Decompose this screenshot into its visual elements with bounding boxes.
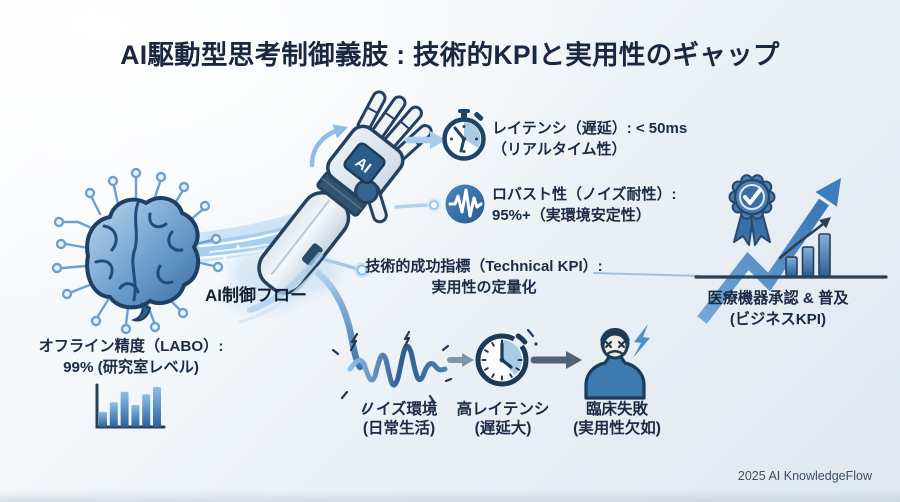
offline-accuracy-label: オフライン精度（LABO）: 99% (研究室レベル) (39, 336, 224, 378)
offline-accuracy-line2: 99% (研究室レベル) (63, 359, 199, 376)
business-growth-bars (785, 233, 831, 277)
robustness-line1: ロバスト性（ノイズ耐性）: (492, 186, 677, 203)
high-latency-label: 高レイテンシ (遅延大) (457, 401, 550, 438)
attribution: 2025 AI KnowledgeFlow (737, 469, 872, 483)
offline-accuracy-chart (95, 383, 166, 429)
high-latency-line2: (遅延大) (474, 419, 532, 437)
prosthetic-arm-icon: AI (257, 90, 433, 295)
certified-medal-icon (728, 174, 776, 246)
failure-arrow-2 (530, 351, 582, 369)
technical-kpi-node (354, 262, 701, 278)
offline-accuracy-line1: オフライン精度（LABO）: (38, 338, 224, 355)
noise-wave-icon (331, 330, 453, 413)
waveform-icon (445, 184, 485, 224)
business-growth-chart (694, 217, 888, 279)
noise-line2: (日常生活) (362, 419, 436, 437)
bar (153, 387, 161, 427)
ai-chip (343, 142, 386, 185)
bar (818, 233, 831, 277)
latency-kpi-label: レイテンシ（遅延）: < 50ms （リアルタイム性） (492, 118, 687, 160)
arm-energy-streak-2 (238, 266, 320, 324)
robustness-connector (394, 198, 441, 212)
bar (99, 411, 107, 427)
robustness-kpi-label: ロバスト性（ノイズ耐性）: 95%+（実環境安定性） (492, 184, 677, 226)
business-kpi-label: 医療機器承認 & 普及 (ビジネスKPI) (708, 288, 849, 330)
bar (109, 402, 118, 427)
noise-line1: ノイズ環境 (360, 401, 438, 418)
clinical-line1: 臨床失敗 (585, 401, 649, 418)
bar (785, 256, 798, 277)
latency-line2: （リアルタイム性） (492, 141, 627, 158)
arm-energy-streak (247, 252, 323, 313)
latency-arrow (404, 131, 446, 149)
brain-circuit-icon (51, 167, 224, 335)
latency-line1: レイテンシ（遅延）: < 50ms (492, 120, 688, 137)
noise-env-label: ノイズ環境 (日常生活) (360, 401, 437, 438)
robustness-line2: 95%+（実環境安定性） (492, 207, 651, 224)
page-title: AI駆動型思考制御義肢 : 技術的KPIと実用性のギャップ (120, 40, 780, 70)
failure-arrow-1 (447, 353, 474, 367)
bar (142, 394, 151, 427)
bottom-fade (0, 490, 900, 502)
stopwatch-icon (442, 109, 486, 161)
technical-line2: 実用性の定量化 (431, 279, 537, 296)
offline-accuracy-bars (99, 387, 161, 427)
bar (120, 391, 129, 427)
technical-line1: 技術的成功指標（Technical KPI）: (365, 258, 603, 275)
ai-control-flow-label: AI制御フロー (205, 286, 307, 305)
broken-clock-icon (475, 328, 538, 387)
business-line1: 医療機器承認 & 普及 (707, 290, 849, 307)
business-line2: (ビジネスKPI) (729, 311, 827, 328)
bar (131, 405, 140, 427)
angry-user-icon (584, 324, 650, 400)
clinical-line2: (実用性欠如) (573, 419, 661, 437)
high-latency-line1: 高レイテンシ (456, 401, 550, 418)
clinical-failure-label: 臨床失敗 (実用性欠如) (573, 401, 661, 438)
flow-up-arrow (309, 124, 348, 168)
growth-arrow (697, 178, 841, 324)
technical-kpi-label: 技術的成功指標（Technical KPI）: 実用性の定量化 (365, 256, 602, 298)
bar (801, 246, 815, 277)
